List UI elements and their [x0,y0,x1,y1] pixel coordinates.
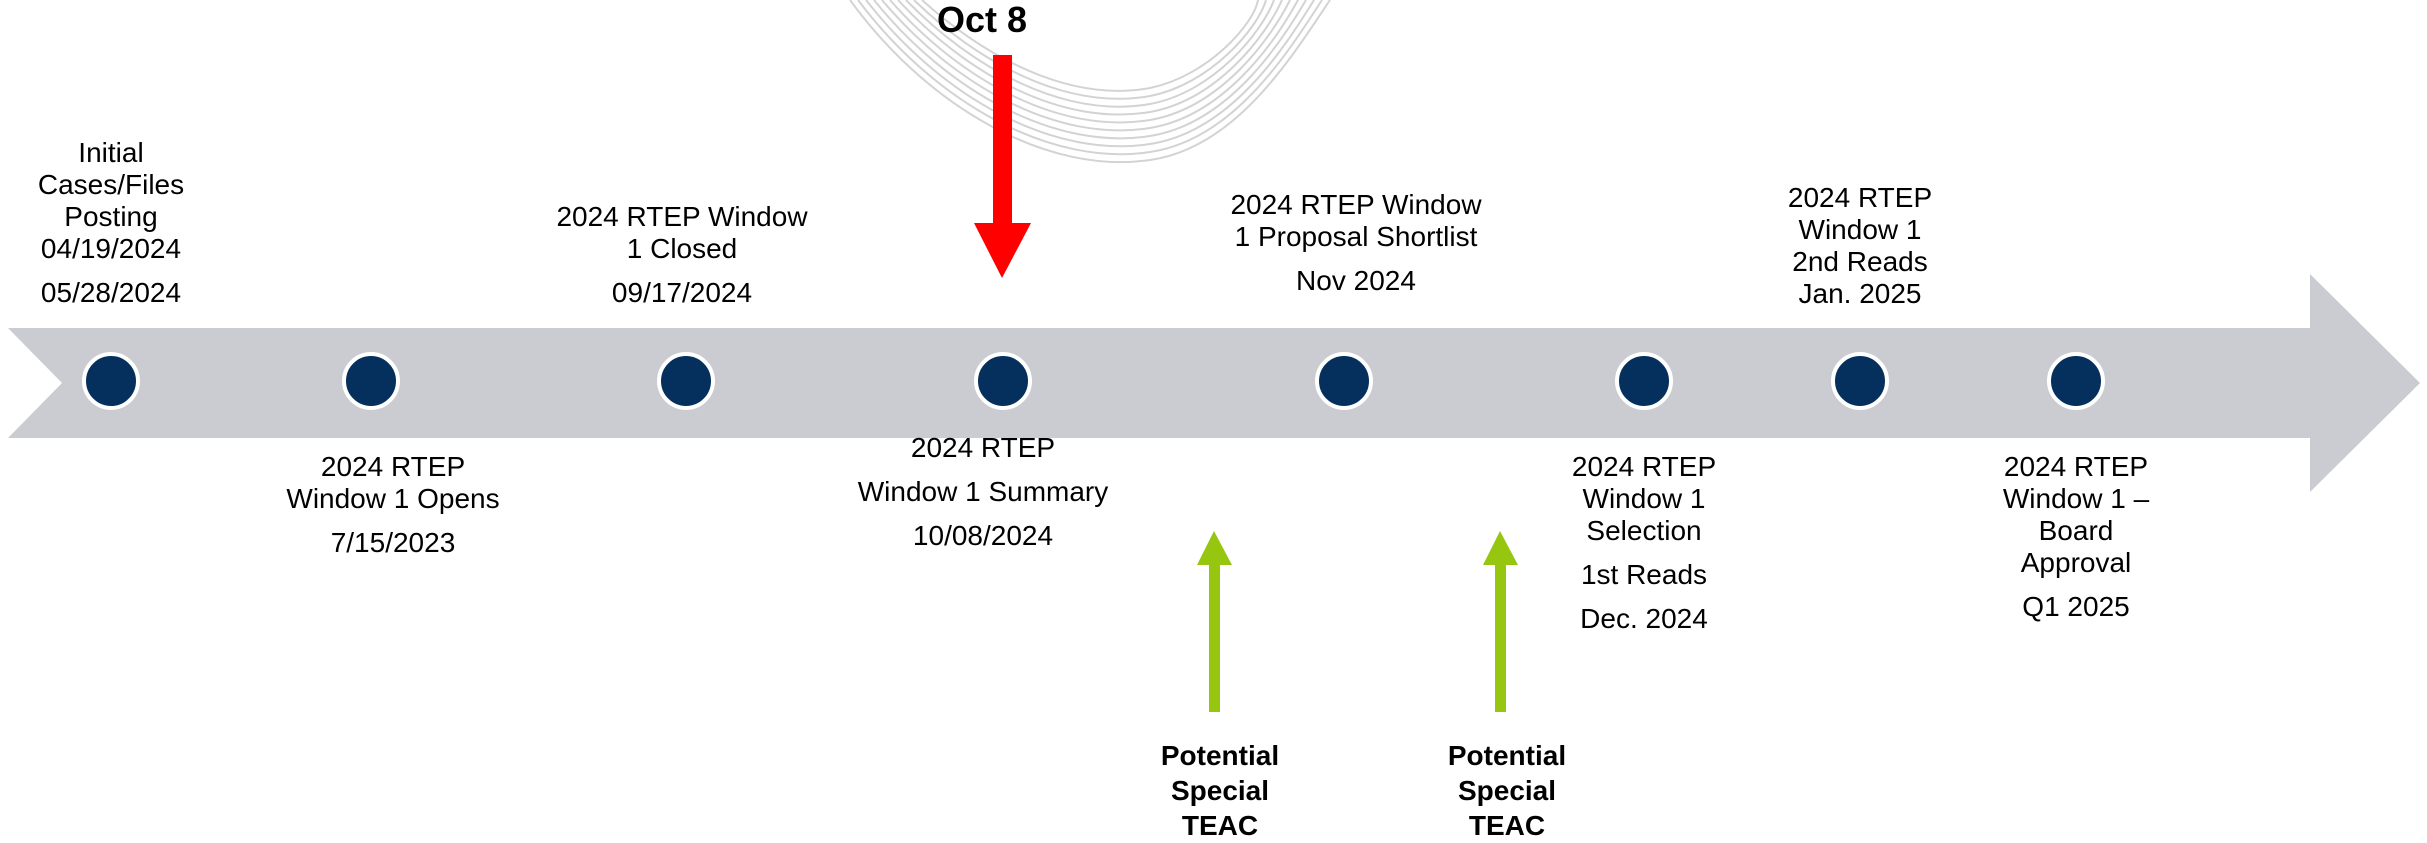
milestone-window-opens: 2024 RTEP Window 1 Opens 7/15/2023 [286,451,500,558]
timeline-node-window-closed [657,352,715,410]
timeline-node-proposal-shortlist [1315,352,1373,410]
milestone-window-closed: 2024 RTEP Window 1 Closed 09/17/2024 [556,201,808,308]
timeline-node-second-reads [1831,352,1889,410]
timeline-node-window-summary [974,352,1032,410]
callout-date-label: Oct 8 [936,0,1028,40]
timeline-node-initial-posting [82,352,140,410]
timeline-arrow-bar [8,274,2420,492]
timeline-node-window-opens [342,352,400,410]
decorative-swirl [849,0,1331,164]
milestone-board-approval: 2024 RTEP Window 1 – Board Approval Q1 2… [2002,451,2150,622]
today-arrow [974,55,1031,278]
milestone-window-summary: 2024 RTEP Window 1 Summary 10/08/2024 [857,432,1109,551]
timeline-node-selection-first-reads [1615,352,1673,410]
teac-label-2: Potential Special TEAC [1447,740,1567,841]
teac-arrow-2 [1483,531,1518,712]
milestone-selection-first-reads: 2024 RTEP Window 1 Selection 1st Reads D… [1571,451,1717,634]
milestone-second-reads: 2024 RTEP Window 1 2nd Reads Jan. 2025 [1787,182,1933,309]
timeline-node-board-approval [2047,352,2105,410]
milestone-proposal-shortlist: 2024 RTEP Window 1 Proposal Shortlist No… [1230,189,1482,296]
teac-label-1: Potential Special TEAC [1160,740,1280,841]
teac-arrow-1 [1197,531,1232,712]
milestone-initial-posting: Initial Cases/Files Posting 04/19/2024 0… [37,137,185,308]
